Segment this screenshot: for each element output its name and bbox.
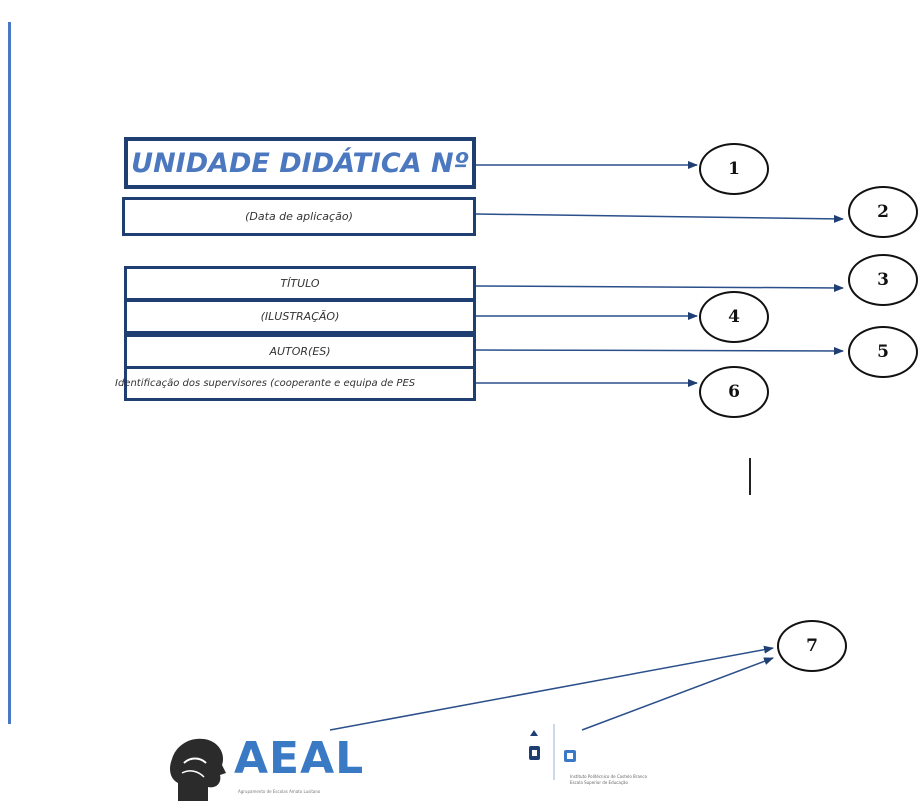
unidade-didatica-box: UNIDADE DIDÁTICA Nº — [124, 137, 476, 189]
identificacao-box: Identificação dos supervisores (cooperan… — [115, 366, 476, 401]
ilustracao-box: (ILUSTRAÇÃO) — [124, 299, 476, 334]
vertical-tick-mark — [749, 458, 751, 495]
callout-4: 4 — [699, 291, 769, 343]
callout-6: 6 — [699, 366, 769, 418]
aeal-wordmark-text: AEAL — [234, 733, 365, 784]
aeal-wordmark: AEAL — [234, 735, 364, 783]
arrow-7b — [581, 657, 774, 731]
data-aplicacao-box: (Data de aplicação) — [122, 197, 476, 236]
left-margin-rule — [8, 22, 11, 724]
arrow-3 — [475, 283, 844, 292]
autores-box: AUTOR(ES) — [124, 334, 476, 369]
aeal-logo: AEAL Agrupamento de Escolas Amato Lusita… — [164, 733, 364, 803]
arrow-5 — [475, 346, 844, 355]
ipcb-subtitle-line-2: Escola Superior de Educação — [570, 780, 628, 785]
ipcb-logo: Instituto Politécnico de Castelo Branco … — [524, 722, 674, 802]
aeal-subtitle: Agrupamento de Escolas Amato Lusitano — [238, 789, 321, 794]
callout-2: 2 — [848, 186, 918, 238]
arrow-2 — [475, 213, 844, 223]
ipcb-subtitle-line-1: Instituto Politécnico de Castelo Branco — [570, 774, 648, 779]
arrow-7a — [329, 645, 774, 731]
ipcb-subtitle: Instituto Politécnico de Castelo Branco … — [570, 774, 647, 786]
ipcb-emblem-icon — [529, 724, 576, 780]
titulo-box: TÍTULO — [124, 266, 476, 301]
callout-1: 1 — [699, 143, 769, 195]
callout-3: 3 — [848, 254, 918, 306]
callout-7: 7 — [777, 620, 847, 672]
aeal-profile-icon — [170, 738, 226, 801]
identificacao-label: Identificação dos supervisores (cooperan… — [115, 378, 416, 389]
callout-5: 5 — [848, 326, 918, 378]
